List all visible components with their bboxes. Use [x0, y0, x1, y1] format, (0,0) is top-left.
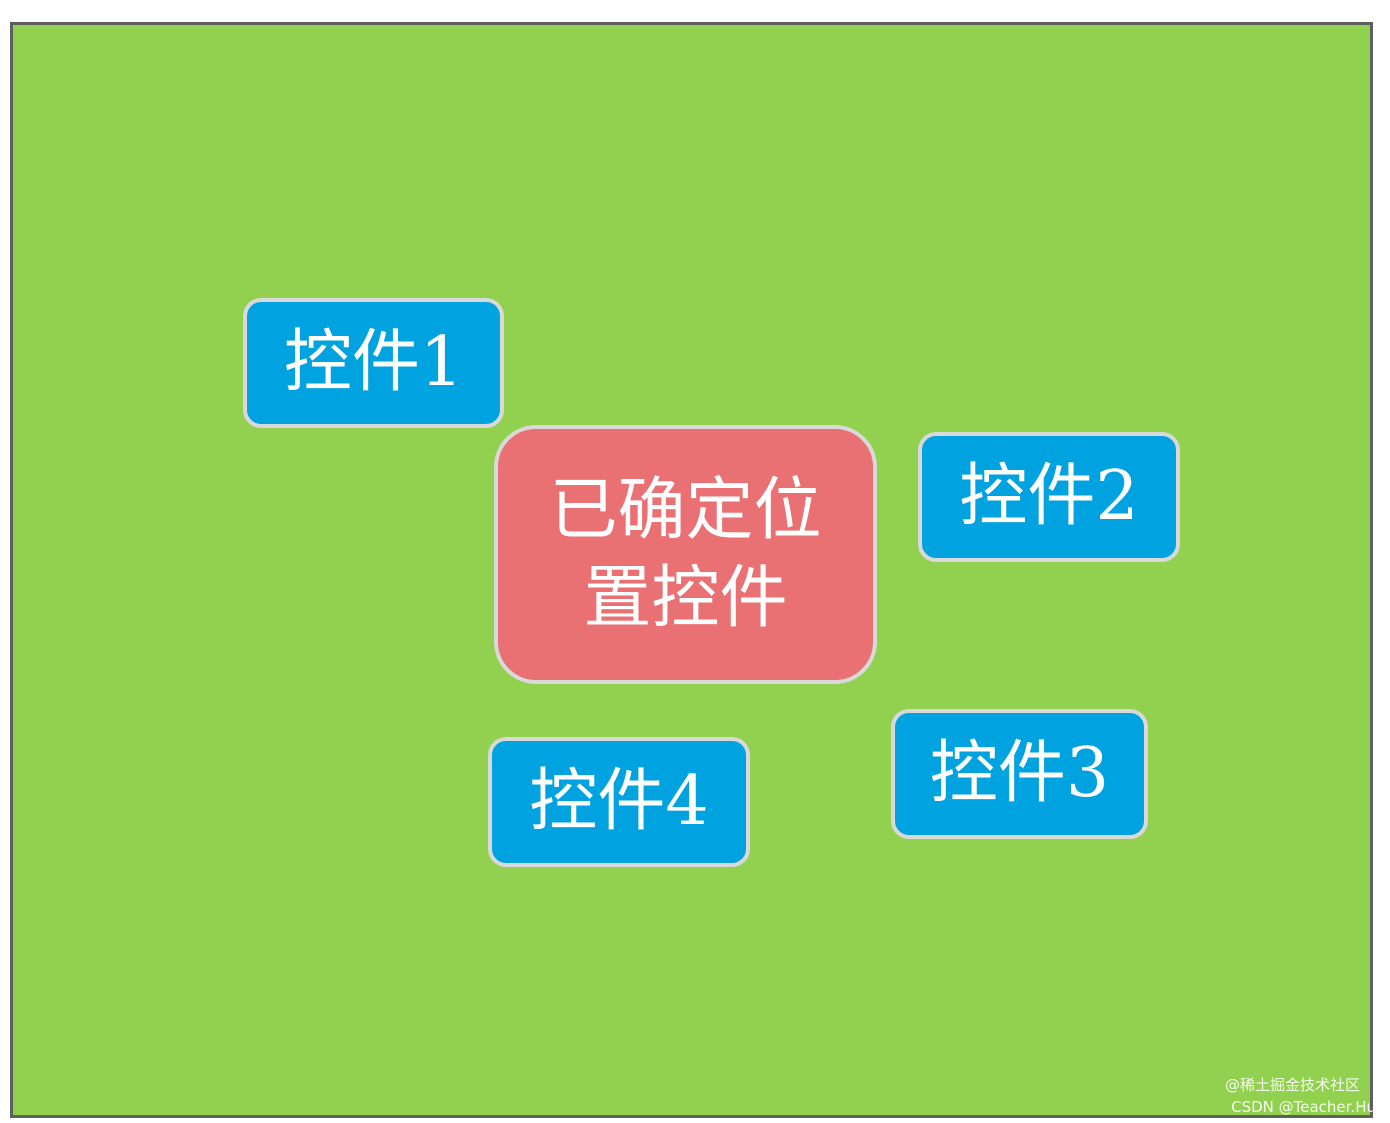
- control-4-label: 控件4: [529, 762, 709, 842]
- control-1-box: 控件1: [243, 298, 504, 428]
- control-3-label: 控件3: [929, 734, 1110, 814]
- control-3-box: 控件3: [891, 709, 1148, 839]
- control-2-box: 控件2: [918, 432, 1180, 562]
- control-1-label: 控件1: [283, 323, 464, 403]
- control-4-box: 控件4: [488, 737, 750, 867]
- center-control-label: 已确定位置控件: [549, 470, 822, 638]
- watermark-csdn: CSDN @Teacher.Hu: [1231, 1098, 1376, 1116]
- control-2-label: 控件2: [959, 457, 1139, 537]
- watermark-juejin: @稀土掘金技术社区: [1224, 1076, 1360, 1094]
- center-control-box: 已确定位置控件: [494, 425, 877, 684]
